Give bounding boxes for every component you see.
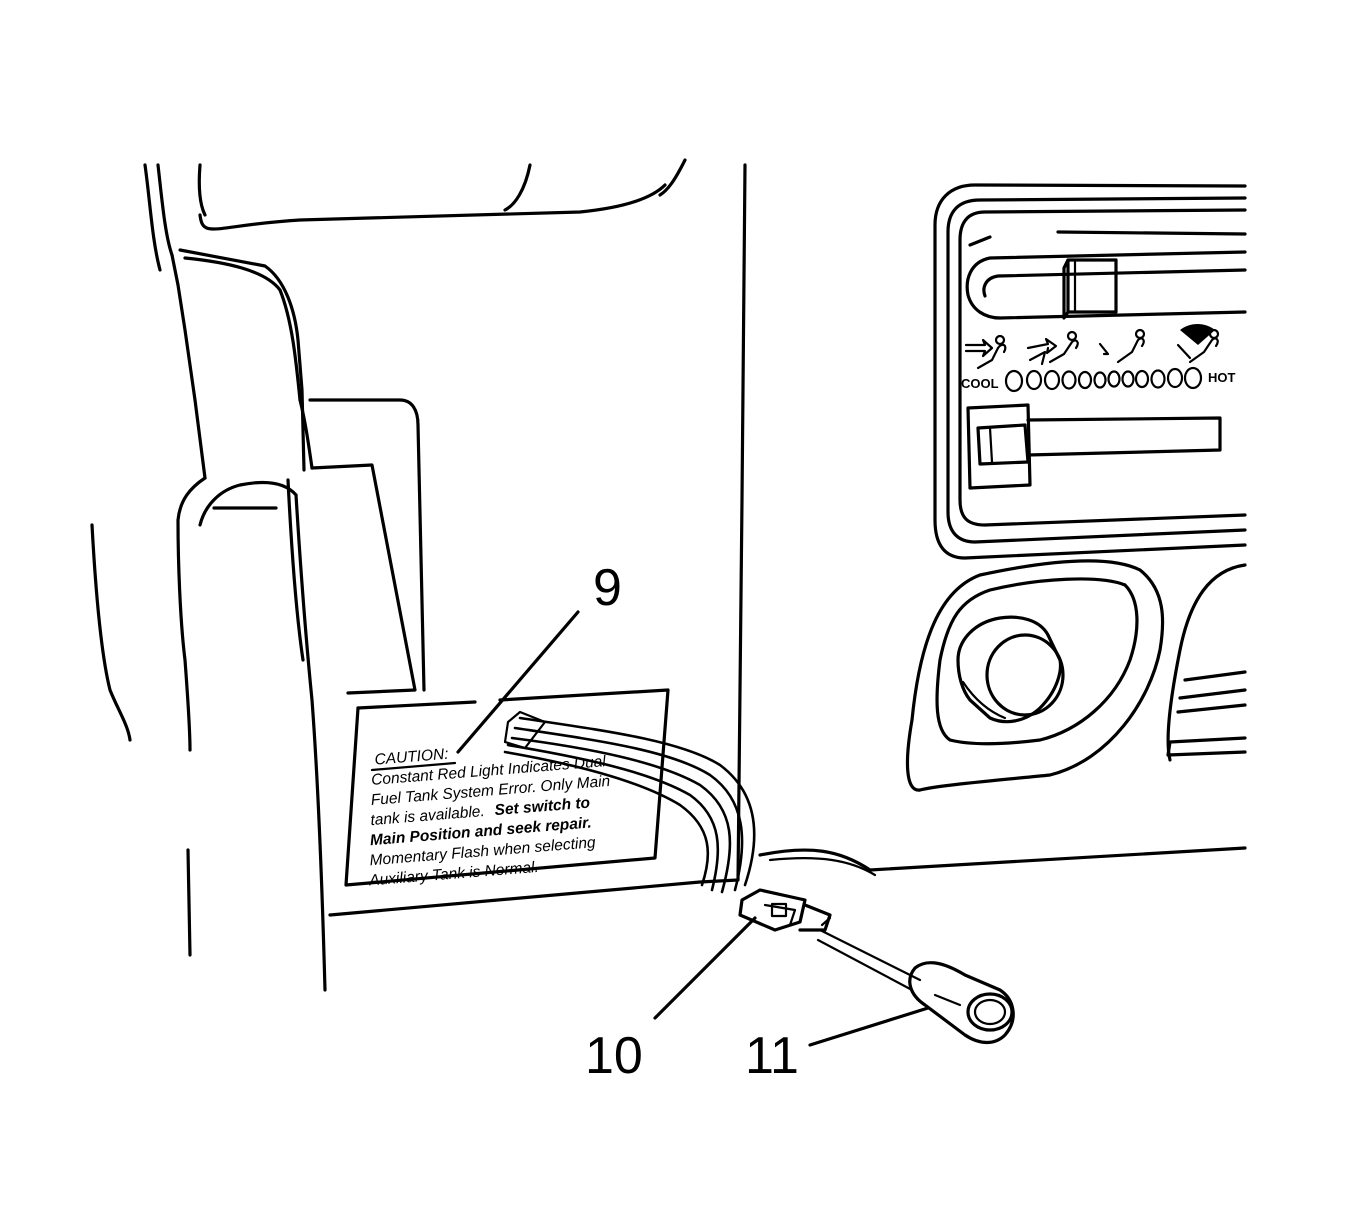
leader-line-11 <box>808 1006 930 1047</box>
indicator-switch <box>816 916 1015 1045</box>
leader-line-9 <box>456 610 580 754</box>
bi-level-mode-icon <box>1026 330 1079 366</box>
defrost-mode-icon <box>1176 324 1220 364</box>
hvac-control-panel: COOL HOT <box>933 183 1247 560</box>
callout-label-9: 9 <box>593 559 622 617</box>
steering-column-trim <box>90 158 687 992</box>
lower-right-trim <box>905 559 1247 792</box>
callout-10: 10 <box>585 916 757 1085</box>
hot-label: HOT <box>1208 370 1236 385</box>
temperature-scale: COOL HOT <box>961 366 1236 393</box>
caution-label-plate: CAUTION: Constant Red Light Indicates Du… <box>344 688 670 889</box>
temperature-slider[interactable] <box>966 403 1222 490</box>
dash-lower-edge <box>758 846 1247 872</box>
temperature-slider-knob[interactable] <box>976 423 1030 466</box>
harness-connector <box>738 888 832 932</box>
callout-label-10: 10 <box>585 1027 643 1085</box>
mode-icons <box>964 324 1220 370</box>
floor-mode-icon <box>1098 328 1146 364</box>
fan-slider-knob[interactable] <box>1062 258 1118 320</box>
caution-heading: CAUTION: <box>374 746 449 769</box>
callout-9: 9 <box>456 559 622 754</box>
cigar-lighter[interactable] <box>956 615 1065 724</box>
leader-line-10 <box>653 916 757 1020</box>
cool-label: COOL <box>961 376 999 391</box>
switch-lens <box>966 992 1014 1032</box>
caution-heading-underline <box>370 761 457 772</box>
callout-11: 11 <box>745 1006 930 1085</box>
harness-tape-end <box>503 710 547 750</box>
vent-mode-icon <box>964 334 1007 370</box>
wiring-harness <box>503 710 756 894</box>
callout-label-11: 11 <box>745 1027 799 1085</box>
